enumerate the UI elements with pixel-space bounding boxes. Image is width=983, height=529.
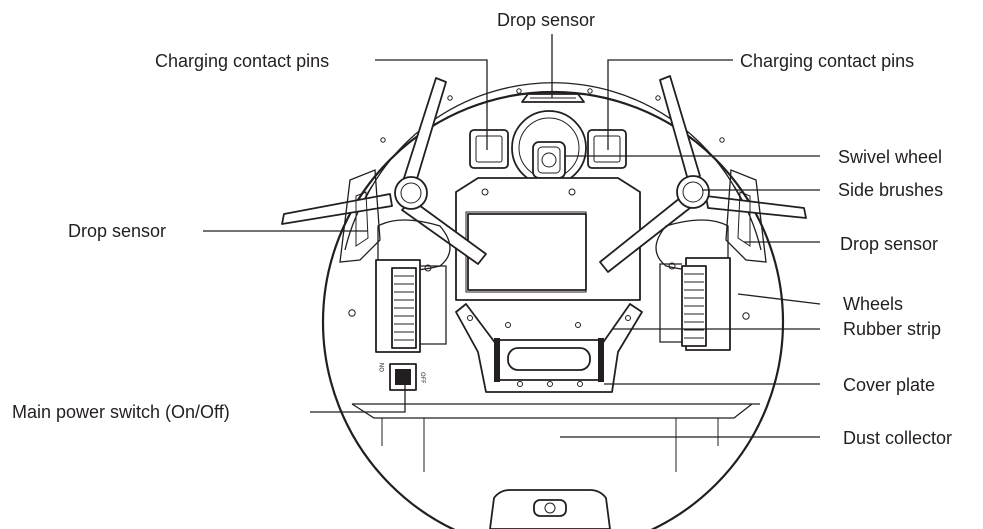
- svg-text:ON: ON: [379, 363, 386, 372]
- cover-plate: [455, 303, 643, 393]
- label-charging-contact-pins-right: Charging contact pins: [740, 51, 914, 71]
- leader-lines: [203, 34, 821, 438]
- inner-rim-top: [359, 82, 747, 211]
- swivel-wheel: [511, 110, 587, 186]
- label-side-brushes: Side brushes: [838, 180, 943, 200]
- label-dust-collector: Dust collector: [843, 428, 952, 448]
- svg-text:OFF: OFF: [419, 372, 426, 384]
- label-cover-plate: Cover plate: [843, 375, 935, 395]
- label-rubber-strip: Rubber strip: [843, 319, 941, 339]
- main-power-switch: ON OFF: [379, 363, 426, 391]
- wheel-right: [659, 257, 731, 351]
- label-swivel-wheel: Swivel wheel: [838, 147, 942, 167]
- rim-screws: [348, 88, 750, 320]
- side-brush-right: [599, 75, 807, 273]
- robot-outer-rim: [321, 90, 785, 529]
- label-drop-sensor-top: Drop sensor: [497, 10, 595, 30]
- label-wheels: Wheels: [843, 294, 903, 314]
- rubber-strip: [494, 338, 604, 382]
- wheel-left: [375, 259, 447, 353]
- label-drop-sensor-right: Drop sensor: [840, 234, 938, 254]
- label-main-power-switch: Main power switch (On/Off): [12, 402, 230, 422]
- label-drop-sensor-left: Drop sensor: [68, 221, 166, 241]
- label-charging-contact-pins-left: Charging contact pins: [155, 51, 329, 71]
- battery-cover: [455, 177, 641, 301]
- labels: Drop sensor Charging contact pins Chargi…: [12, 10, 952, 448]
- charging-pin-left: [469, 129, 509, 169]
- charging-pin-right: [587, 129, 627, 169]
- dust-collector: [351, 403, 760, 529]
